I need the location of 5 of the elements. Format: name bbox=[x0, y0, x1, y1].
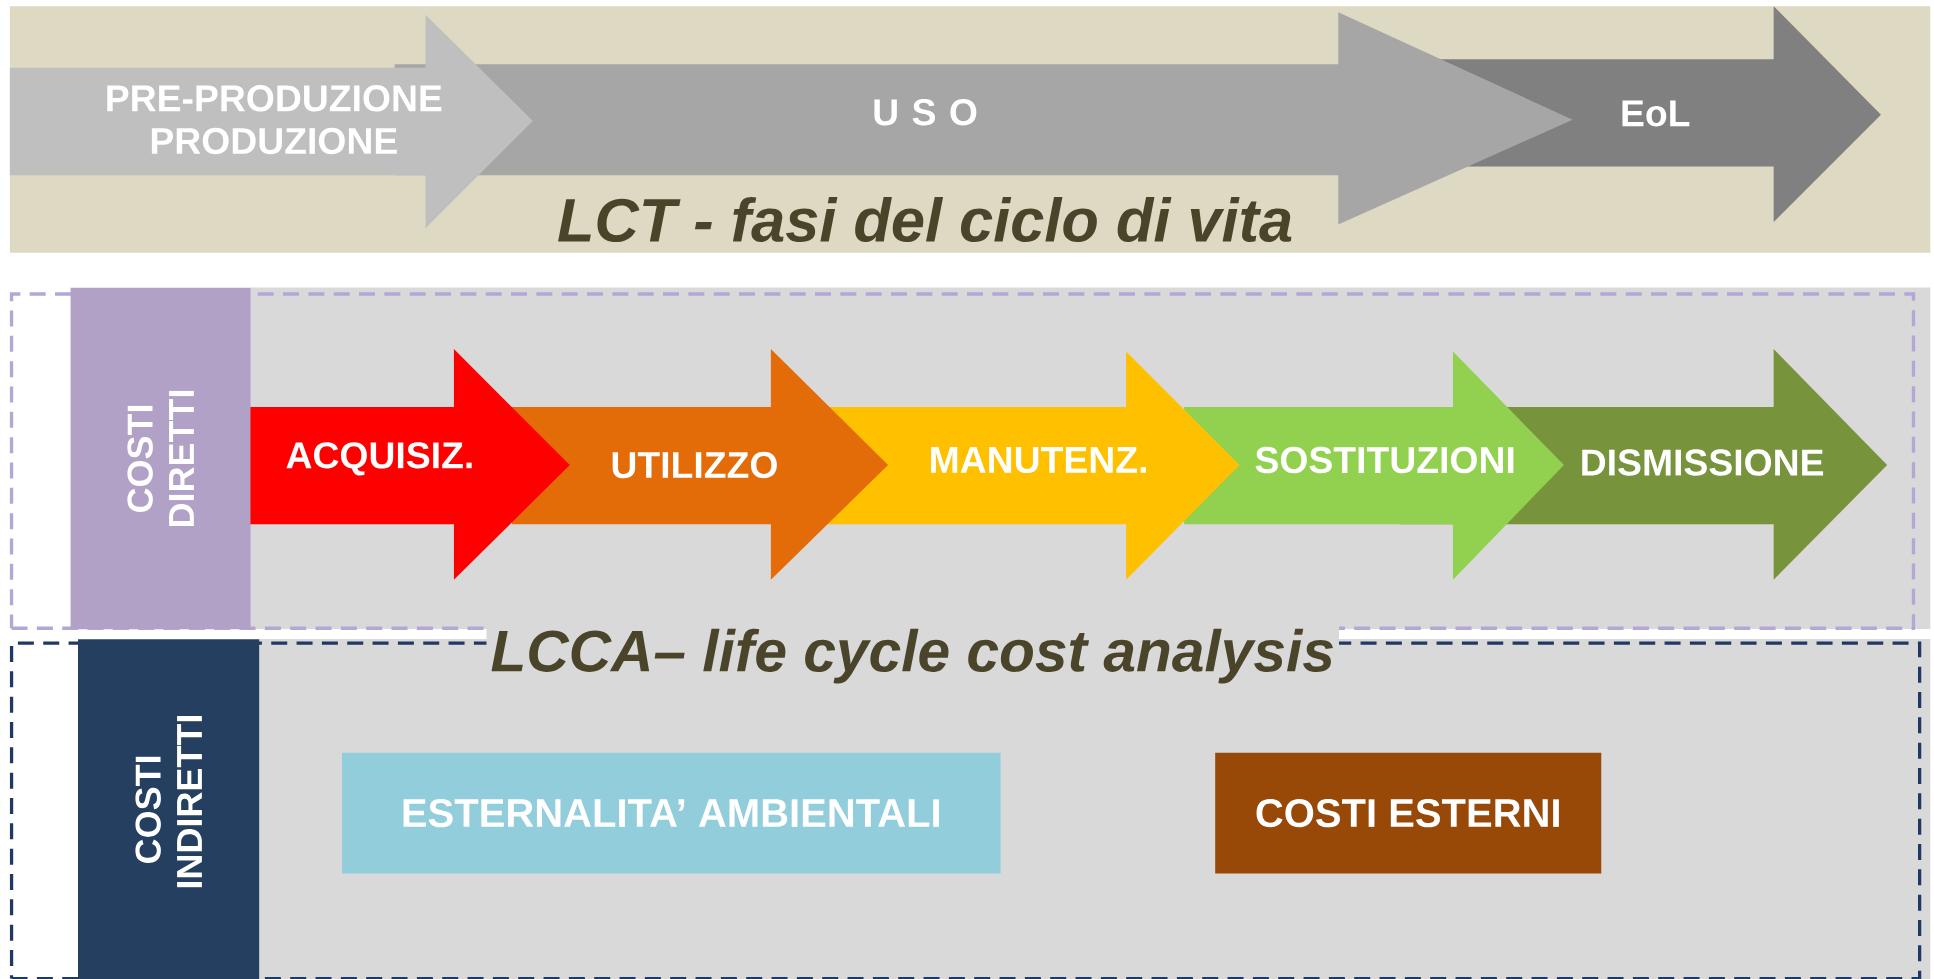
section-title: LCCA– life cycle cost analysis bbox=[486, 624, 1339, 688]
cost-box: COSTI ESTERNI bbox=[1215, 752, 1602, 874]
side-box: COSTI INDIRETTI bbox=[78, 639, 260, 979]
side-box: COSTI DIRETTI bbox=[70, 287, 251, 630]
cost-box: ESTERNALITA’ AMBIENTALI bbox=[341, 752, 1001, 874]
